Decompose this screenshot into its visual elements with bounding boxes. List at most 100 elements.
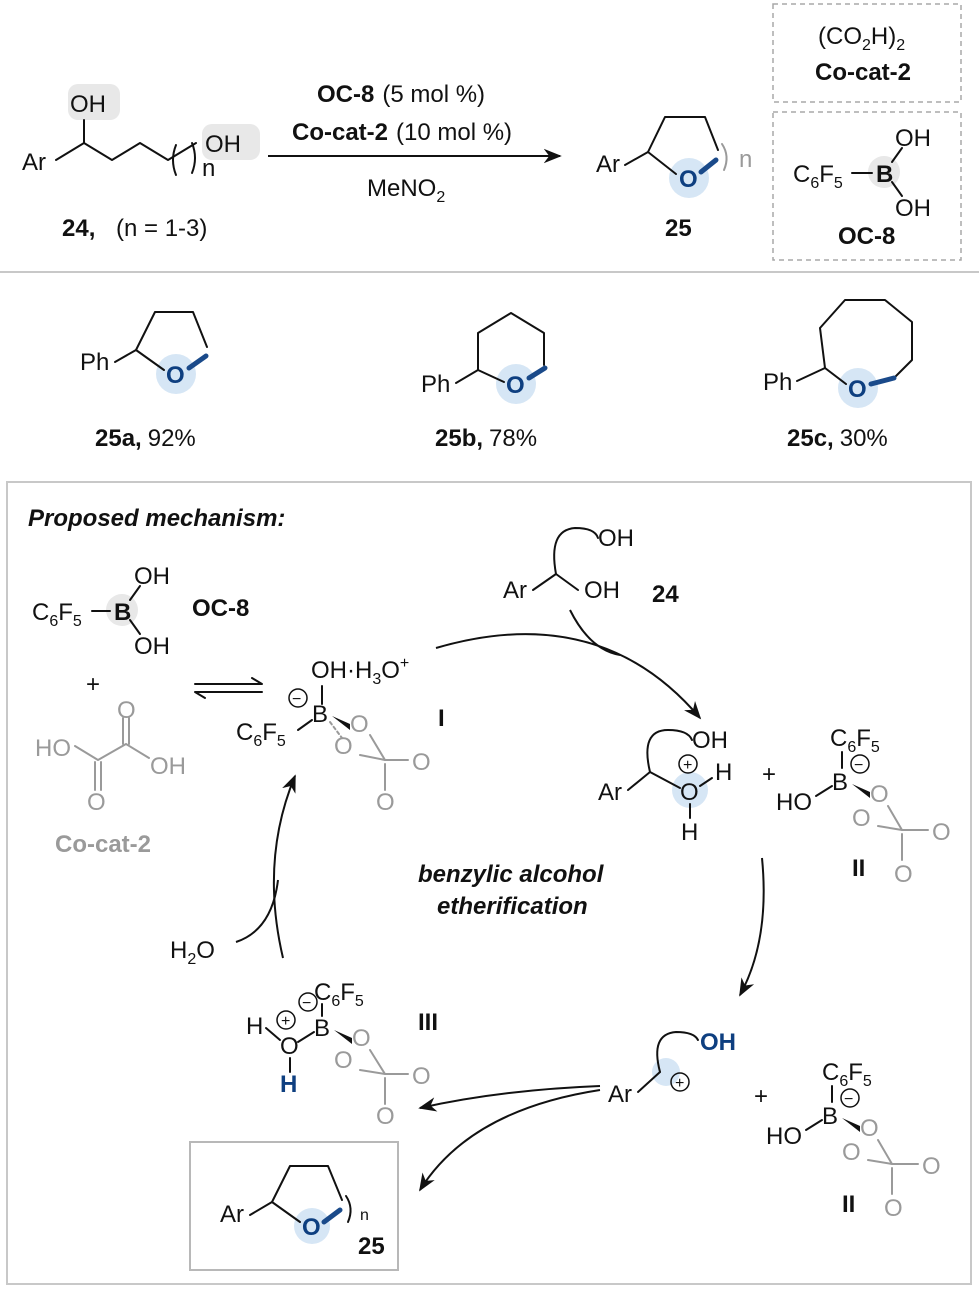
plus-charge-circle: [678, 754, 698, 774]
minus-charge-circle: [850, 754, 870, 774]
o-label: O: [679, 166, 698, 193]
h-label-highlight: H: [280, 1071, 297, 1098]
ring-bond: [271, 1201, 301, 1223]
cocat-formula-sub2: 2: [896, 37, 905, 54]
oh-label: OH: [598, 525, 634, 552]
c6f5-5: 5: [863, 1073, 872, 1090]
o-highlight: [838, 368, 878, 408]
ring-bond: [477, 369, 505, 383]
o-label: O: [412, 749, 431, 776]
plus-charge: +: [683, 757, 692, 774]
intermediate-II-upper: C6F5 − B HO O O O O II: [776, 725, 951, 888]
b-oh-bond: [891, 147, 903, 163]
n-label: n: [202, 155, 215, 182]
h3o-o: O: [381, 657, 400, 684]
c6f5-c: C: [822, 1059, 839, 1086]
o-label: O: [506, 372, 525, 399]
svg-text:25c,30%: 25c,30%: [787, 425, 888, 452]
c6f5-c: C: [32, 599, 49, 626]
o-label: O: [680, 779, 699, 806]
svg-text:25a,92%: 25a,92%: [95, 425, 196, 452]
water-sub: 2: [187, 951, 196, 968]
new-bond: [321, 1207, 343, 1225]
boron-label: B: [822, 1103, 838, 1130]
compound-yield: 78%: [489, 425, 537, 452]
minus-charge: −: [292, 691, 301, 708]
oc8-name: OC-8: [838, 223, 895, 250]
compound-id: 25a,: [95, 425, 142, 452]
oh-label: OH: [692, 727, 728, 754]
ar-label: Ar: [220, 1201, 244, 1228]
c6f5-6: 6: [847, 739, 856, 756]
oxalic-bonds: [74, 743, 150, 761]
reaction-conditions: OC-8(5 mol %) Co-cat-2(10 mol %) MeNO2: [268, 81, 562, 206]
minus-charge: −: [854, 757, 863, 774]
oh-label: OH: [134, 633, 170, 660]
ring-bonds: [455, 312, 545, 384]
center-label-line1: benzylic alcohol: [418, 861, 605, 888]
svg-text:C6F5: C6F5: [236, 719, 286, 750]
cocat-formula: (CO: [818, 23, 862, 50]
o-label: O: [334, 1047, 353, 1074]
o-label: O: [376, 1103, 395, 1130]
new-bond: [698, 157, 719, 175]
ar-c-bond: [532, 573, 579, 591]
wedge-bond: [332, 716, 350, 730]
oh-highlight: [68, 84, 120, 120]
plus-charge-circle: [276, 1010, 296, 1030]
o-highlight: [294, 1208, 330, 1244]
ar-c-bond: [627, 771, 681, 791]
oc8-name: OC-8: [192, 595, 249, 622]
h3o-plus: +: [400, 655, 409, 672]
h-label: H: [715, 759, 732, 786]
mech-oc8: C6F5 B OH OH OC-8 +: [32, 563, 249, 698]
c6f5-5: 5: [871, 739, 880, 756]
oh-h3o: OH·H: [311, 657, 372, 684]
plus-charge: +: [281, 1013, 290, 1030]
compound-id: 25b,: [435, 425, 483, 452]
ar-label: Ar: [503, 577, 527, 604]
oh-label-highlight: OH: [700, 1029, 736, 1056]
c6f5-f: F: [58, 599, 73, 626]
mech-benzylic-cation: Ar OH + +: [608, 1029, 768, 1110]
tether-arc: [656, 1031, 699, 1073]
catalytic-cycle-arrows: [235, 609, 765, 1192]
ho-label: HO: [776, 789, 812, 816]
svg-text:OC-8(5 mol %): OC-8(5 mol %): [317, 81, 485, 108]
mechanism-title: Proposed mechanism:: [28, 505, 285, 532]
wedge-bond: [852, 784, 870, 798]
oh-label: OH: [70, 91, 106, 118]
o-label: O: [860, 1115, 879, 1142]
o-label: O: [302, 1214, 321, 1241]
intermediate-II-label: II: [842, 1191, 855, 1218]
solvent-subscript: 2: [436, 189, 445, 206]
hash-bond: [329, 721, 343, 739]
oh-label: OH: [205, 131, 241, 158]
ar-label: Ar: [608, 1081, 632, 1108]
substrate-condition: (n = 1-3): [116, 215, 207, 242]
compound-yield: 30%: [840, 425, 888, 452]
substrate-number: 24,: [62, 215, 95, 242]
solvent-label: MeNO: [367, 175, 436, 202]
oh-label: OH: [584, 577, 620, 604]
svg-text:OH·H3O+: OH·H3O+: [311, 655, 409, 688]
svg-text:C6F5: C6F5: [32, 599, 82, 630]
c6f5-c: C: [830, 725, 847, 752]
ring-bonds: [796, 299, 913, 382]
eq-forward: [194, 677, 263, 685]
plus-sign: +: [762, 761, 776, 788]
o-label: O: [280, 1033, 299, 1060]
ho-label: HO: [35, 735, 71, 762]
plus-sign: +: [86, 671, 100, 698]
compound-yield: 92%: [148, 425, 196, 452]
svg-text:C6F5: C6F5: [830, 725, 880, 756]
substrate-entry-arrow: [569, 609, 621, 656]
boron-label: B: [314, 1015, 330, 1042]
n-bracket: [721, 143, 728, 171]
h3o-3: 3: [372, 671, 381, 688]
b-oh-bond: [891, 181, 903, 197]
b-c-bond: [297, 719, 313, 731]
oh-highlight: [202, 124, 260, 160]
ring-bonds: [624, 116, 719, 166]
ar-c-bond: [637, 1071, 661, 1093]
